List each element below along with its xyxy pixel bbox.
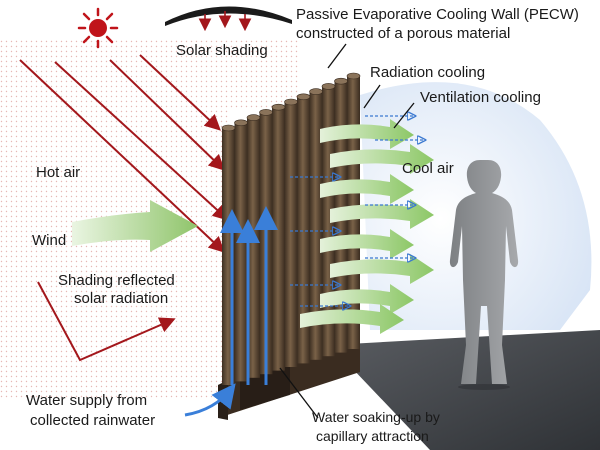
ventilation-arrow [320,284,414,314]
floor [330,330,600,450]
shading-reflected-label-1: Shading reflected [58,272,175,289]
wall-column [247,117,260,378]
wall-column-top [234,119,248,127]
wall-column-top [334,77,348,85]
radiation-cooling-label: Radiation cooling [370,64,486,81]
leader-lines [279,43,415,419]
water-supply-label-1: Water supply from [26,392,148,409]
ventilation-arrow [320,174,414,204]
ventilation-arrow [330,254,434,284]
shading-reflected-label-2: solar radiation [74,290,169,307]
title-line-2: constructed of a porous material [296,25,511,42]
water-capillary-arrows [220,206,278,385]
ventilation-arrow [320,229,414,259]
wall-column-top [246,114,261,121]
wall-column-top [309,88,323,95]
wall-column-top [296,93,311,101]
wall-column-top [346,72,361,80]
wall-column-top [259,109,273,116]
wall-column [309,91,323,360]
water-supply-label-2: collected rainwater [30,412,156,429]
ventilation-arrow [300,304,404,334]
title-line-1: Passive Evaporative Cooling Wall (PECW) [296,6,579,23]
hot-air-label: Hot air [36,164,81,181]
ventilation-cooling-label: Ventilation cooling [420,89,541,106]
wall-column-top [221,124,236,132]
person-silhouette [449,160,519,384]
water-soaking-label-2: capillary attraction [316,428,429,444]
water-supply-arrow [184,383,236,417]
sun-icon [77,7,119,49]
water-soaking-label-1: Water soaking-up by [312,409,440,425]
solar-rays [19,54,229,253]
shading-canopy [165,6,292,32]
wall-column [297,96,310,364]
wind-label: Wind [32,232,67,249]
ventilation-arrow [330,144,434,174]
solar-shading-label: Solar shading [176,42,268,59]
ventilation-arrow [330,199,434,229]
wall-column-top [284,98,298,106]
radiation-cooling-arrows [290,116,425,306]
wall-column-top [271,103,286,111]
wall-column [234,122,248,382]
person-shadow [458,384,510,390]
wall-column-top [321,83,336,90]
ventilation-cooling-arrows [300,119,434,334]
ventilation-arrow [320,119,414,149]
reflected-radiation-arrow [37,281,176,362]
wind-arrow [72,200,198,252]
wall-column [284,102,298,367]
wall-column [272,107,285,371]
cool-air-label: Cool air [402,160,454,177]
